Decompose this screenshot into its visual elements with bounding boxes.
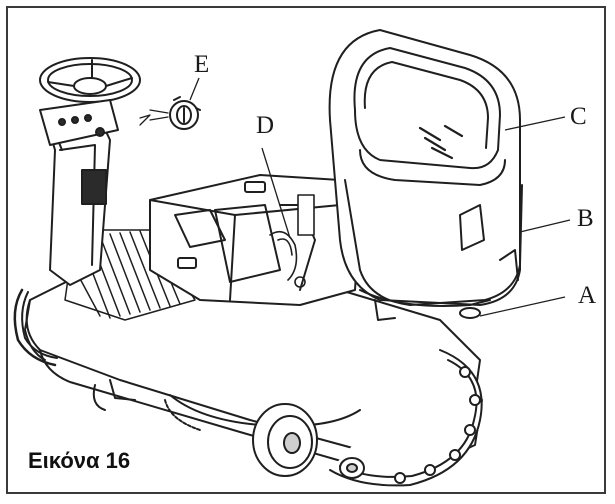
main-deck: [149, 174, 361, 306]
callout-c: C: [570, 103, 587, 130]
figure-border: [6, 6, 606, 494]
seat-backrest: [353, 47, 501, 170]
callout-a: A: [578, 282, 597, 309]
key-switch-detail: [139, 96, 201, 130]
steering-wheel: [39, 57, 141, 103]
leader-c: [504, 116, 566, 131]
callout-e: E: [194, 51, 210, 78]
caster-wheel: [339, 457, 365, 479]
figure-caption: Εικόνα 16: [28, 448, 131, 473]
callout-b: B: [577, 205, 594, 232]
front-bumper: [13, 288, 57, 367]
leader-e: [189, 77, 200, 101]
tank-opening-right: [214, 204, 281, 283]
leader-b: [519, 219, 571, 233]
leader-d: [261, 147, 291, 239]
callout-d: D: [256, 112, 275, 139]
lower-skirt: [359, 289, 491, 307]
leader-lines: [189, 77, 571, 317]
hose-assembly: [269, 194, 315, 288]
tank-opening-left: [174, 209, 226, 248]
squeegee-assembly: [329, 349, 483, 487]
leader-a: [479, 296, 566, 317]
seat-cushion: [359, 149, 506, 186]
seat-grooves: [418, 124, 464, 160]
front-wheel: [252, 403, 318, 477]
